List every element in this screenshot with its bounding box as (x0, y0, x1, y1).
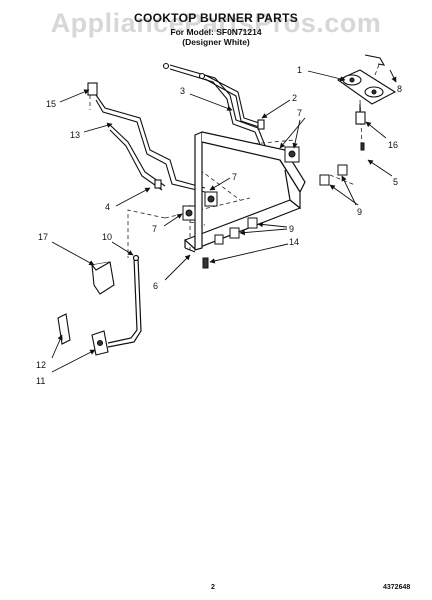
lower-fittings (57, 313, 109, 356)
screw-14 (202, 257, 209, 269)
callout-5: 5 (393, 177, 398, 187)
callout-3: 3 (180, 86, 185, 96)
callout-12: 12 (36, 360, 46, 370)
pressure-regulator (91, 261, 115, 295)
callout-7a: 7 (232, 172, 237, 182)
orifices (214, 164, 348, 245)
burner-clip (355, 111, 366, 125)
callout-8: 8 (397, 84, 402, 94)
leader-lines (51, 69, 397, 373)
watermark: AppliancePartsPros.com (50, 8, 382, 38)
model-line: For Model: SF0N71214 (170, 27, 262, 37)
color-line: (Designer White) (182, 37, 250, 47)
callout-9a: 9 (357, 207, 362, 217)
callout-9b: 9 (289, 224, 294, 234)
burner-assembly (336, 54, 397, 125)
callout-16: 16 (388, 140, 398, 150)
orifice (337, 164, 348, 176)
screws (202, 142, 365, 269)
callout-15: 15 (46, 99, 56, 109)
orifice (319, 174, 330, 186)
callout-4: 4 (105, 202, 110, 212)
callout-7c: 7 (297, 108, 302, 118)
callout-1: 1 (297, 65, 302, 75)
document-part-number: 4372648 (383, 584, 411, 591)
manifold-bar (183, 131, 306, 253)
gas-supply-line (107, 254, 142, 348)
gas-valves (182, 146, 300, 221)
callout-labels: 1 2 3 4 5 6 7 7 7 8 9 9 10 11 12 13 14 1… (36, 65, 402, 386)
callout-14: 14 (289, 237, 299, 247)
orifice (229, 227, 240, 239)
page-number: 2 (211, 584, 215, 591)
burner-bracket (364, 54, 386, 66)
callout-10: 10 (102, 232, 112, 242)
screw-5 (360, 142, 365, 151)
callout-13: 13 (70, 130, 80, 140)
callout-17: 17 (38, 232, 48, 242)
callout-7b: 7 (152, 224, 157, 234)
callout-6: 6 (153, 281, 158, 291)
orifice (214, 234, 224, 245)
orifice (247, 217, 258, 229)
callout-2: 2 (292, 93, 297, 103)
gas-tube-left (87, 82, 206, 193)
burner-base (336, 69, 397, 105)
callout-11: 11 (36, 376, 45, 386)
diagram-title: COOKTOP BURNER PARTS (133, 11, 298, 25)
